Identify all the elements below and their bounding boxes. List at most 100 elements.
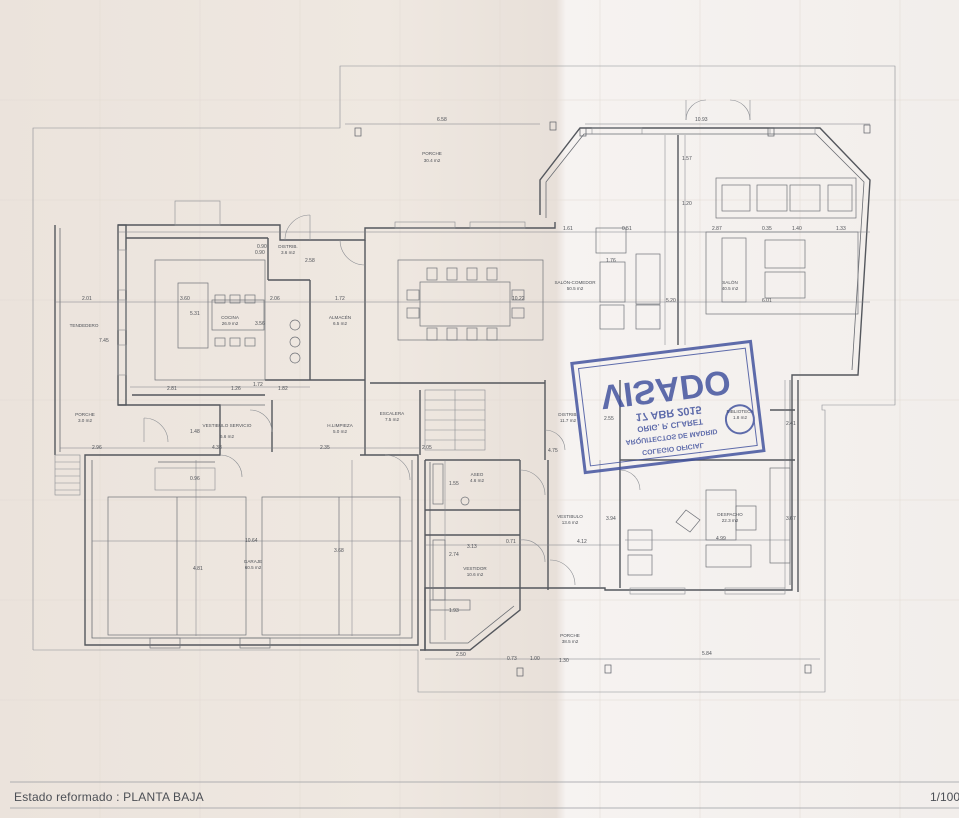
room-area: 50.5 m2 [567,286,584,291]
dimension-label: 0.35 [762,226,772,232]
room-label-salon: SALÓN 40.5 m2 [722,279,739,291]
dimension-label: 5.31 [190,311,200,317]
room-label-distrib2: DISTRIB. 11.7 m2 [558,412,577,423]
room-name: ASEO [471,472,484,477]
columns [354,121,871,677]
dimension-label: 2.96 [92,445,102,451]
dimension-label: 1.55 [449,481,459,487]
room-name: DISTRIB. [278,244,297,249]
room-label-porche_bottom: PORCHE 38.5 m2 [560,633,580,644]
plan-scale: 1/100 [930,790,959,804]
dimension-label: 2.01 [82,296,92,302]
dimension-label: 4.81 [193,566,203,572]
room-label-cocina: COCINA 26.9 m2 [221,315,240,326]
dimension-label: 1.40 [792,226,802,232]
dimension-label: 2.41 [786,421,796,427]
room-name: SALÓN-COMEDOR [554,279,596,285]
room-name: H.LIMPIEZA [327,423,353,428]
dimension-label: 2.06 [270,296,280,302]
room-name: PORCHE [422,151,442,156]
garage-doors [107,496,401,649]
dimension-label: 3.68 [334,548,344,554]
room-label-escalera: ESCALERA 7.5 m2 [380,411,405,422]
room-label-tendedero: TENDEDERO [70,323,99,328]
dimension-label: 10.93 [695,117,708,123]
dimension-label: 10.22 [512,296,525,302]
dimension-label: 6.01 [762,298,772,304]
staircase [54,389,486,496]
dimension-label: 0.73 [507,656,517,662]
room-name: PORCHE [75,412,95,417]
room-name: ESCALERA [380,411,405,416]
dimension-label: 1.57 [682,156,692,162]
dimension-label: 1.33 [836,226,846,232]
dimension-label: 2.81 [167,386,177,392]
dimension-label: 4.99 [716,536,726,542]
dimension-label: 4.38 [212,445,222,451]
kitchen-furniture [154,259,301,381]
dimension-label: 2.55 [604,416,614,422]
room-label-vestibulo: VESTIBULO 13.6 m2 [557,514,583,525]
room-label-porche_top: PORCHE 30.4 m2 [422,151,442,163]
dimension-label: 0.51 [622,226,632,232]
room-name: ALMACÉN [329,314,351,320]
room-area: 10.6 m2 [467,572,484,577]
dimension-label: 6.58 [437,117,447,123]
dimension-label: 0.71 [506,539,516,545]
room-area: 26.9 m2 [222,321,239,326]
room-name: VESTIBULO SERVICIO [203,423,252,428]
room-name: TENDEDERO [70,323,99,328]
dimension-label: 3.94 [606,516,616,522]
room-name: GARAJE [244,559,262,564]
room-area: 3.6 m2 [281,250,295,255]
dimension-label: 1.48 [190,429,200,435]
room-area: 6.5 m2 [333,321,347,326]
dimension-label: 3.60 [180,296,190,302]
room-area: 1.8 m2 [733,415,747,420]
site-outline [32,65,896,693]
dimension-label: 3.67 [786,516,796,522]
room-area: 3.0 m2 [78,418,92,423]
dimension-label: 10.64 [245,538,258,544]
room-area: 13.6 m2 [562,520,579,525]
room-area: 5.0 m2 [333,429,347,434]
dimension-label: 4.12 [577,539,587,545]
dimension-label: 2.58 [305,258,315,264]
bathroom-fixtures [429,463,471,611]
dimension-label: 0.90 [257,244,267,250]
room-name: VESTIBULO [557,514,583,519]
dimension-label: 5.20 [666,298,676,304]
room-label-distrib1: DISTRIB. 3.6 m2 [278,244,297,255]
room-area: 6.6 m2 [220,434,234,439]
room-label-salon_comedor: SALÓN-COMEDOR 50.5 m2 [554,279,596,291]
room-label-despacho: DESPACHO 22.3 m2 [717,512,743,523]
room-name: DISTRIB. [558,412,577,417]
room-area: 40.5 m2 [722,286,739,291]
room-label-hlimpieza: H.LIMPIEZA 5.0 m2 [327,423,353,434]
room-name: VESTIDOR [463,566,487,571]
room-area: 60.5 m2 [245,565,262,570]
dimension-label: 1.20 [682,201,692,207]
room-label-aseo: ASEO 4.6 m2 [470,472,484,483]
dimension-label: 1.26 [231,386,241,392]
room-label-porche_left: PORCHE 3.0 m2 [75,412,95,423]
plan-title: Estado reformado : PLANTA BAJA [14,790,204,804]
windows [117,127,816,595]
dimension-label: 2.50 [456,652,466,658]
room-area: 11.7 m2 [560,418,577,423]
room-area: 38.5 m2 [562,639,579,644]
dimension-label: 1.72 [335,296,345,302]
room-name: PORCHE [560,633,580,638]
dimension-label: 3.56 [255,321,265,327]
stamp-seal-icon [724,404,755,435]
dimension-label: 2.74 [449,552,459,558]
room-name: DESPACHO [717,512,743,517]
dimension-label: 1.82 [278,386,288,392]
room-label-vest_serv: VESTIBULO SERVICIO 6.6 m2 [203,423,252,439]
